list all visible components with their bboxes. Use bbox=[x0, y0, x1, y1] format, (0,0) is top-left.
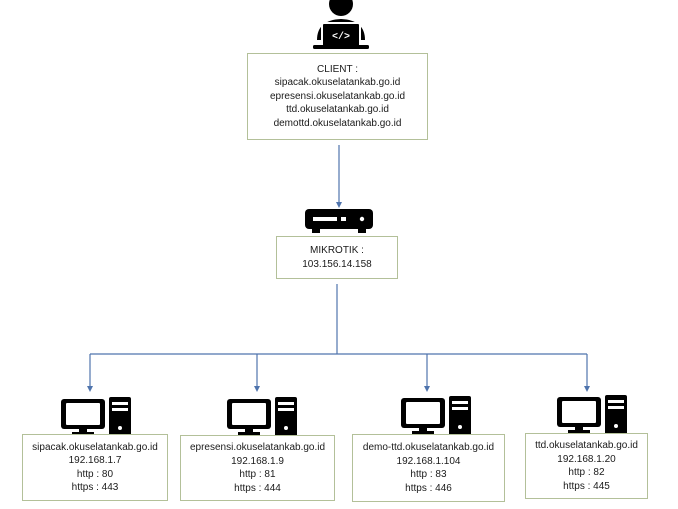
client-domain: epresensi.okuselatankab.go.id bbox=[269, 90, 406, 102]
server-box-demo-ttd: demo-ttd.okuselatankab.go.id 192.168.1.1… bbox=[352, 434, 505, 502]
server-ip: 192.168.1.104 bbox=[396, 455, 461, 467]
client-domain: sipacak.okuselatankab.go.id bbox=[274, 77, 401, 89]
server-https-port: https : 444 bbox=[234, 482, 281, 494]
client-domain: ttd.okuselatankab.go.id bbox=[286, 104, 389, 116]
desktop-computer-icon bbox=[227, 397, 297, 437]
server-ip: 192.168.1.9 bbox=[231, 455, 284, 467]
server-ip: 192.168.1.20 bbox=[557, 453, 616, 465]
client-box: CLIENT : sipacak.okuselatankab.go.id epr… bbox=[247, 53, 428, 140]
server-https-port: https : 446 bbox=[405, 482, 452, 494]
server-domain: ttd.okuselatankab.go.id bbox=[535, 440, 638, 451]
server-domain: sipacak.okuselatankab.go.id bbox=[32, 441, 158, 453]
router-title: MIKROTIK : bbox=[310, 245, 364, 256]
router-icon bbox=[305, 209, 373, 233]
user-laptop-code-icon: </> bbox=[313, 0, 369, 49]
router-box: MIKROTIK : 103.156.14.158 bbox=[276, 236, 398, 279]
server-domain: demo-ttd.okuselatankab.go.id bbox=[362, 442, 495, 453]
desktop-computer-icon bbox=[401, 396, 471, 436]
server-http-port: http : 82 bbox=[568, 467, 605, 478]
server-domain: epresensi.okuselatankab.go.id bbox=[189, 442, 326, 453]
server-https-port: https : 443 bbox=[71, 482, 119, 493]
desktop-computer-icon bbox=[557, 395, 627, 435]
server-http-port: http : 81 bbox=[239, 469, 276, 480]
server-box-ttd: ttd.okuselatankab.go.id 192.168.1.20 htt… bbox=[525, 433, 648, 499]
client-title: CLIENT : bbox=[317, 63, 358, 75]
server-http-port: http : 83 bbox=[410, 469, 447, 480]
server-http-port: http : 80 bbox=[76, 468, 114, 480]
desktop-computer-icon bbox=[61, 397, 131, 437]
server-box-sipacak: sipacak.okuselatankab.go.id 192.168.1.7 … bbox=[22, 434, 168, 501]
client-domain: demottd.okuselatankab.go.id bbox=[273, 117, 402, 129]
server-ip: 192.168.1.7 bbox=[68, 455, 122, 466]
server-https-port: https : 445 bbox=[563, 480, 610, 492]
router-ip: 103.156.14.158 bbox=[302, 258, 372, 270]
server-box-epresensi: epresensi.okuselatankab.go.id 192.168.1.… bbox=[180, 435, 335, 501]
svg-text:</>: </> bbox=[332, 31, 350, 43]
